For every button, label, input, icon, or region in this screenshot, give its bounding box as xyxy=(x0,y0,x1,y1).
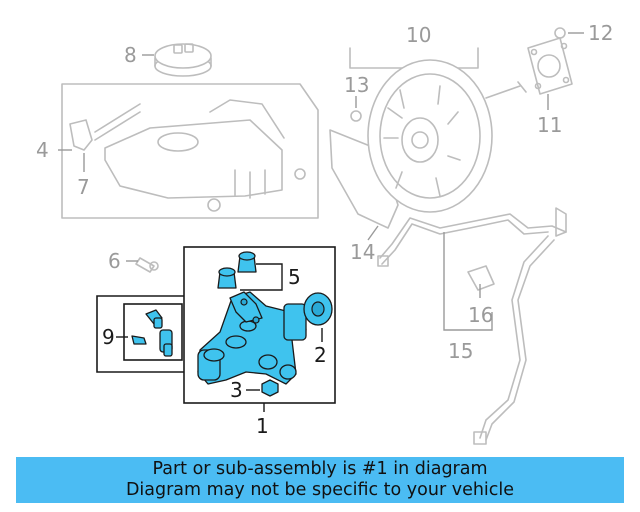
callout-5: 5 xyxy=(288,265,301,289)
brake-booster xyxy=(329,47,527,229)
nut-12 xyxy=(554,27,566,39)
callout-10: 10 xyxy=(406,23,431,47)
callout-12: 12 xyxy=(588,21,613,45)
callout-13: 13 xyxy=(344,73,369,97)
callout-16: 16 xyxy=(468,303,493,327)
info-banner: Part or sub-assembly is #1 in diagram Di… xyxy=(16,457,624,503)
callout-1: 1 xyxy=(256,414,269,438)
nut-3 xyxy=(261,379,279,397)
sub-assembly-box xyxy=(96,295,184,373)
callout-15: 15 xyxy=(448,339,473,363)
reservoir-grommets-5 xyxy=(217,251,257,289)
callout-7: 7 xyxy=(77,175,90,199)
callout-3: 3 xyxy=(230,378,243,402)
callout-8: 8 xyxy=(124,43,137,67)
sensor-parts-9 xyxy=(131,309,173,357)
banner-line-1: Part or sub-assembly is #1 in diagram xyxy=(152,459,488,479)
reservoir-group xyxy=(61,83,319,219)
leader-5 xyxy=(240,263,283,291)
callout-2: 2 xyxy=(314,343,327,367)
leader-15 xyxy=(443,232,493,331)
sensor-box xyxy=(123,303,183,361)
callout-14: 14 xyxy=(350,240,375,264)
callout-6: 6 xyxy=(108,249,121,273)
banner-line-2: Diagram may not be specific to your vehi… xyxy=(125,480,515,500)
brake-master-cylinder xyxy=(197,291,333,385)
booster-gasket xyxy=(527,37,573,95)
callout-4: 4 xyxy=(36,138,49,162)
leader-14 xyxy=(367,225,379,241)
master-cylinder-box xyxy=(183,246,336,404)
callout-11: 11 xyxy=(537,113,562,137)
bolt-6 xyxy=(135,257,159,273)
callout-9: 9 xyxy=(102,325,115,349)
reservoir-cap xyxy=(154,43,212,77)
brake-lines xyxy=(377,207,567,445)
